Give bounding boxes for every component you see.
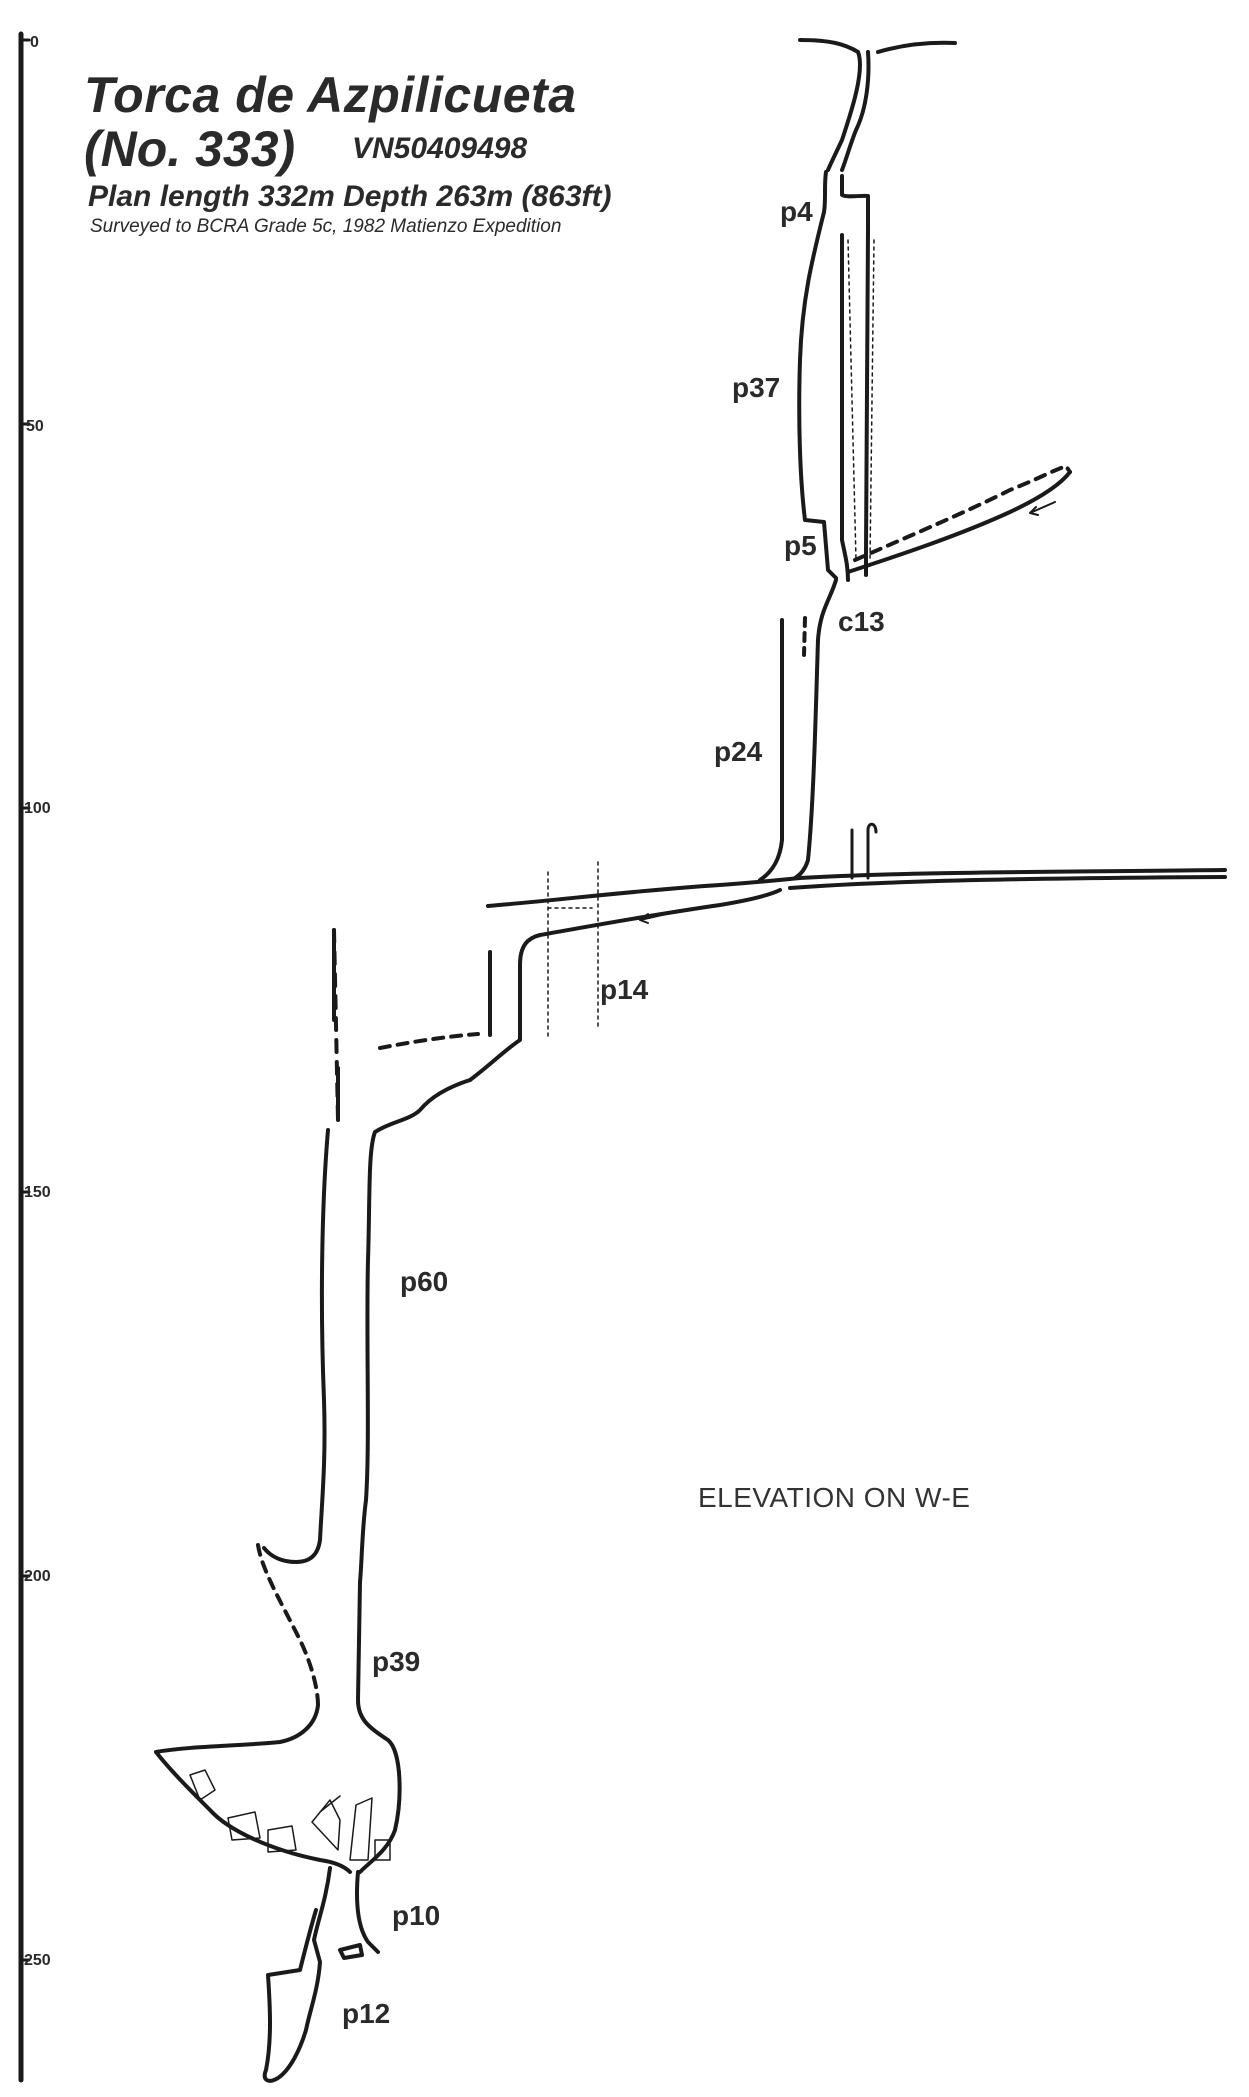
side-passage-dashed <box>853 464 1072 562</box>
cave-number: (No. 333) <box>84 121 296 177</box>
p14-shaft <box>468 933 542 1082</box>
p60-dashed-lower <box>256 1543 320 1707</box>
stream-arrow-main <box>639 911 676 924</box>
p37-dotted <box>847 239 875 561</box>
pitch-label-p4: p4 <box>780 196 813 227</box>
plan-length-depth: Plan length 332m Depth 263m (863ft) <box>88 180 612 213</box>
small-passage <box>850 822 878 880</box>
pitch-label-p10: p10 <box>392 1900 441 1931</box>
pitch-label-p60: p60 <box>400 1266 449 1297</box>
p4-shaft <box>822 170 870 232</box>
view-label: ELEVATION ON W-E <box>698 1482 971 1513</box>
p14-dotted <box>547 861 599 1041</box>
survey-title: Torca de Azpilicueta <box>84 67 577 123</box>
pitch-label-p5: p5 <box>784 530 817 561</box>
main-level-passage <box>486 868 1227 937</box>
survey-credit: Surveyed to BCRA Grade 5c, 1982 Matienzo… <box>90 216 562 237</box>
pitch-label-p39: p39 <box>372 1646 421 1677</box>
depth-tick-250: 250 <box>24 1952 51 1969</box>
pitch-label-p12: p12 <box>342 1998 391 2029</box>
p24-shaft <box>758 578 838 882</box>
depth-tick-150: 150 <box>24 1184 51 1201</box>
chamber-boulders <box>189 1769 391 1861</box>
depth-tick-200: 200 <box>24 1568 51 1585</box>
stream-arrow-upper <box>1029 501 1056 516</box>
p60-shaft <box>332 928 472 1584</box>
grid-reference: VN50409498 <box>352 132 528 165</box>
c13-dashed <box>802 616 807 657</box>
p60-dashed-upper <box>332 928 340 1122</box>
depth-tick-50: 50 <box>26 418 44 435</box>
pitch-label-p37: p37 <box>732 372 781 403</box>
depth-tick-0: 0 <box>30 34 39 51</box>
pitch-label-c13: c13 <box>838 606 885 637</box>
side-passage <box>846 470 1072 574</box>
p14-dashed-lead <box>378 1032 480 1050</box>
p60-left-wall <box>262 1128 330 1564</box>
entrance-shaft <box>798 38 957 172</box>
p10-p12-shafts <box>262 1866 380 2083</box>
pitch-label-p14: p14 <box>600 974 649 1005</box>
pitch-label-p24: p24 <box>714 736 763 767</box>
p39-shaft <box>154 1580 402 1874</box>
p37-shaft <box>797 210 870 582</box>
depth-tick-100: 100 <box>24 800 51 817</box>
